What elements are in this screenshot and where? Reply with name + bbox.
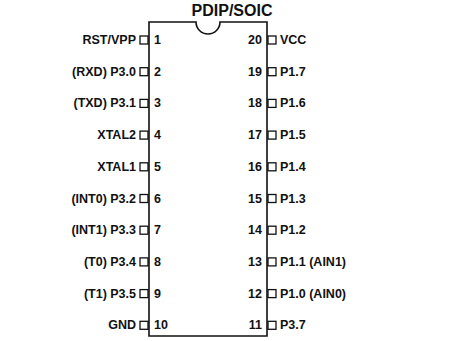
pin-name: P1.1 (AIN1) — [280, 255, 346, 269]
pin-number: 11 — [249, 318, 262, 332]
pin-stub — [140, 99, 148, 107]
pin-stub — [140, 68, 148, 76]
pin-stub — [268, 36, 276, 44]
pin-name: (T0) P3.4 — [84, 255, 136, 269]
pin-name: (INT1) P3.3 — [71, 223, 136, 237]
pin-name: P1.3 — [280, 192, 306, 206]
pin-stub — [268, 163, 276, 171]
package-title: PDIP/SOIC — [192, 2, 273, 20]
pin-stub — [140, 163, 148, 171]
pin-number: 8 — [154, 255, 161, 269]
pin-stub — [268, 68, 276, 76]
pin-name: P1.6 — [280, 96, 306, 110]
pin-number: 3 — [154, 96, 161, 110]
pin-stub — [268, 258, 276, 266]
pin-name: XTAL2 — [97, 128, 136, 142]
pin-name: RST/VPP — [83, 33, 137, 47]
pin-number: 19 — [248, 65, 262, 79]
pin-stub — [140, 226, 148, 234]
pin-number: 13 — [248, 255, 262, 269]
pin-name: (RXD) P3.0 — [72, 65, 136, 79]
pin-stub — [268, 99, 276, 107]
pin-name: P1.2 — [280, 223, 306, 237]
pin-name: (TXD) P3.1 — [73, 96, 136, 110]
pin-stub — [268, 131, 276, 139]
pin-number: 6 — [154, 192, 161, 206]
pin-name: (INT0) P3.2 — [71, 192, 136, 206]
pin-number: 15 — [248, 192, 262, 206]
pin-number: 4 — [154, 128, 161, 142]
pin-name: P1.0 (AIN0) — [280, 287, 346, 301]
pin-number: 2 — [154, 65, 161, 79]
chip-body: 1234567891020191817161514131211 — [148, 21, 268, 337]
pin-number: 9 — [154, 287, 161, 301]
pin-stub — [268, 290, 276, 298]
pin-name: P1.4 — [280, 160, 306, 174]
pin-name: P1.5 — [280, 128, 306, 142]
chip-outline-path — [149, 22, 267, 336]
pin-name: (T1) P3.5 — [84, 287, 136, 301]
pin-number: 1 — [154, 33, 161, 47]
pin-stub — [140, 321, 148, 329]
pin-number: 14 — [248, 223, 262, 237]
pin-number: 16 — [248, 160, 262, 174]
pin-number: 7 — [154, 223, 161, 237]
pin-number: 17 — [248, 128, 262, 142]
pin-number: 18 — [248, 96, 262, 110]
pin-stub — [268, 195, 276, 203]
pin-number: 5 — [154, 160, 161, 174]
pin-number: 20 — [248, 33, 262, 47]
pin-stub — [140, 36, 148, 44]
pin-name: XTAL1 — [97, 160, 136, 174]
pin-name: VCC — [280, 33, 306, 47]
pin-stub — [140, 131, 148, 139]
pin-number: 10 — [154, 318, 168, 332]
pin-stub — [140, 195, 148, 203]
pin-stub — [268, 226, 276, 234]
pin-name: P3.7 — [280, 318, 306, 332]
pin-number: 12 — [248, 287, 262, 301]
pin-stub — [268, 321, 276, 329]
pin-stub — [140, 258, 148, 266]
pin-stub — [140, 290, 148, 298]
pin-name: P1.7 — [280, 65, 306, 79]
pin-name: GND — [108, 318, 136, 332]
